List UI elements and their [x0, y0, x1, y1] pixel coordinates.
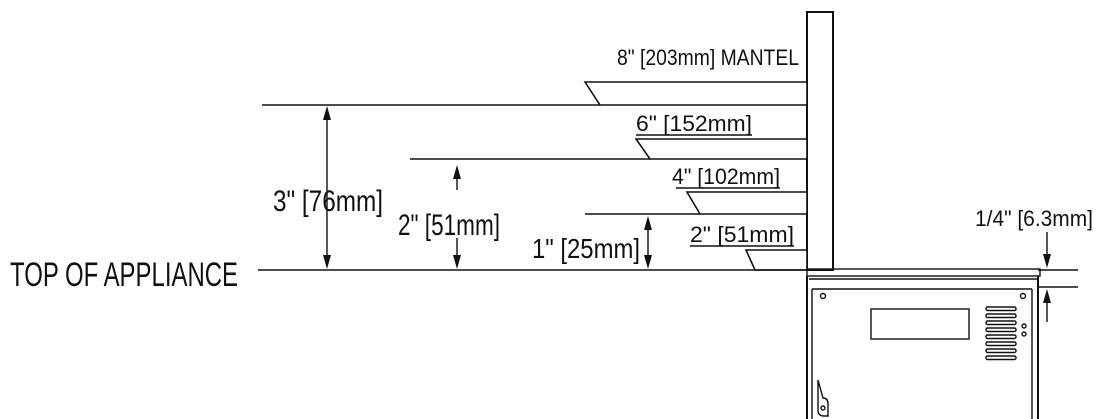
label-dim-3in: 3" [76mm] [273, 185, 383, 218]
label-mantel-8in: 8" [203mm] MANTEL [617, 45, 799, 70]
label-mantel-4in: 4" [102mm] [672, 164, 780, 189]
appliance [806, 268, 1041, 419]
screw-left [819, 292, 827, 300]
vent-grille [985, 306, 1017, 361]
door-latch [817, 379, 829, 417]
knob-dot-2 [1021, 331, 1027, 337]
dim-quarter-inch [1038, 232, 1078, 322]
mantel-shelf-2in [744, 249, 808, 271]
mantel-shelf-8in [583, 81, 808, 106]
label-dim-2in: 2" [51mm] [398, 209, 500, 242]
mantel-shelf-6in [634, 138, 808, 160]
dim-arrow-3in [323, 106, 331, 269]
appliance-window [870, 308, 970, 340]
label-mantel-2in: 2" [51mm] [690, 222, 794, 247]
screw-right [1019, 292, 1027, 300]
wall [806, 11, 834, 271]
appliance-top-plate [806, 268, 1041, 277]
label-mantel-6in: 6" [152mm] [636, 111, 752, 136]
knob-dot-1 [1021, 323, 1027, 329]
label-dim-quarter: 1/4" [6.3mm] [975, 206, 1093, 231]
dim-arrow-2in [453, 165, 461, 269]
mantel-shelf-4in [685, 191, 808, 215]
dim-arrow-1in [644, 216, 652, 269]
label-dim-1in: 1" [25mm] [532, 233, 640, 264]
label-top-of-appliance: TOP OF APPLIANCE [10, 256, 238, 294]
